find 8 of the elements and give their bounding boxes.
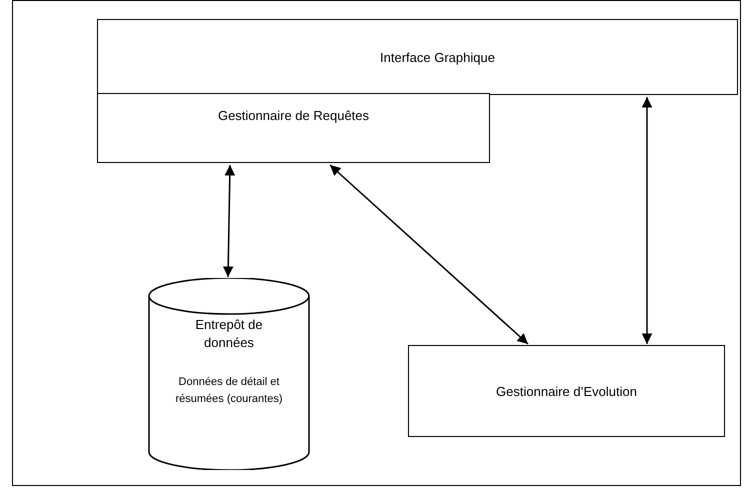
process-box: Gestionnaire d’Evolution: [408, 345, 725, 437]
process-box: Gestionnaire de Requêtes: [97, 93, 490, 163]
double-arrow: [222, 164, 236, 278]
database-description: Données de détail et résumées (courantes): [174, 375, 284, 407]
double-arrow: [642, 97, 652, 344]
double-arrow: [330, 164, 528, 345]
database-title: Entrepôt de données: [194, 316, 264, 352]
process-box: Interface Graphique: [97, 19, 738, 95]
